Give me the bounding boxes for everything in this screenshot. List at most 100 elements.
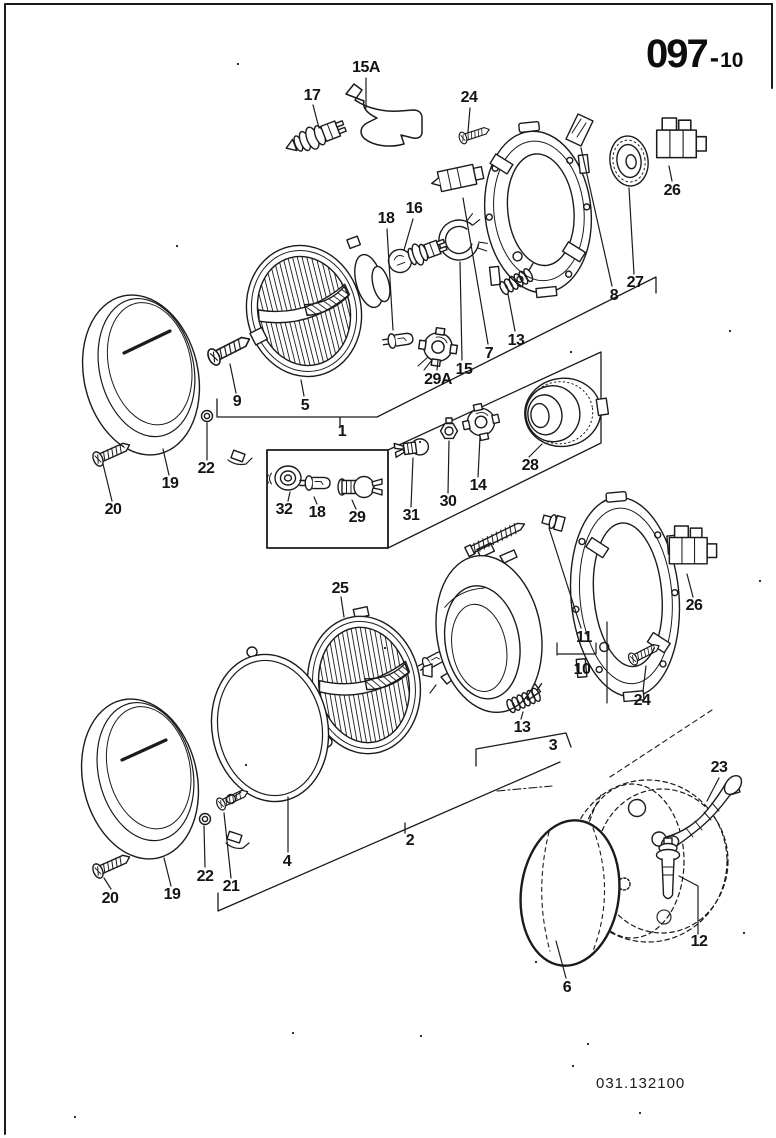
parts-box — [266, 449, 389, 549]
bracket-1 — [216, 276, 657, 428]
part-label-3: 3 — [548, 737, 558, 754]
housing-bowl — [422, 542, 543, 714]
part-label-31: 31 — [402, 507, 420, 524]
part-label-22: 22 — [196, 868, 214, 885]
bulb-17 — [285, 120, 347, 152]
page-code-separator: - — [709, 42, 720, 73]
part-label-32: 32 — [275, 501, 293, 518]
bracket-3 — [475, 732, 572, 767]
part-label-2: 2 — [405, 832, 415, 849]
lens-5-terminal — [346, 235, 362, 250]
part-label-20: 20 — [101, 890, 119, 907]
page-code-main: 097 — [646, 32, 709, 76]
washer-22-bottom — [198, 812, 212, 826]
part-label-10: 10 — [573, 661, 591, 678]
part-label-27: 27 — [626, 274, 644, 291]
part-label-11: 11 — [576, 629, 592, 646]
retaining-ring-4 — [210, 646, 333, 805]
lens-5-back-cap-inner — [371, 265, 391, 303]
part-label-24: 24 — [633, 692, 651, 709]
part-label-9: 9 — [232, 393, 242, 410]
part-label-6: 6 — [562, 979, 572, 996]
part-label-8: 8 — [609, 287, 619, 304]
part-label-19: 19 — [163, 886, 181, 903]
bulb-12 — [655, 837, 681, 900]
part-label-29A: 29A — [424, 371, 452, 388]
retaining-ring-15 — [438, 212, 488, 261]
nut-30 — [439, 417, 459, 440]
part-label-13: 13 — [507, 332, 525, 349]
lens-25 — [306, 615, 422, 755]
long-adjusting-screw — [464, 522, 526, 558]
bracket-2 — [217, 761, 561, 912]
part-label-15: 15 — [455, 361, 473, 378]
sealed-beam-5 — [245, 244, 363, 378]
part-label-26: 26 — [685, 597, 703, 614]
seal-disc-27 — [609, 135, 649, 187]
leader-lines — [102, 77, 720, 979]
part-label-25: 25 — [331, 580, 349, 597]
part-label-28: 28 — [521, 457, 539, 474]
part-label-26: 26 — [663, 182, 681, 199]
page-edge-lines — [4, 3, 773, 1135]
part-label-7: 7 — [484, 345, 494, 362]
part-label-22: 22 — [197, 460, 215, 477]
connector-26-bottom — [668, 525, 718, 565]
part-label-17: 17 — [303, 87, 321, 104]
part-label-21: 21 — [222, 878, 240, 895]
scan-specks — [73, 62, 762, 1119]
socket-29a — [415, 324, 461, 371]
part-label-12: 12 — [690, 933, 708, 950]
mounting-ring-bottom — [569, 490, 681, 703]
page-code-sub: 10 — [720, 49, 744, 72]
alignment-dashes — [609, 709, 713, 778]
part-label-23: 23 — [710, 759, 728, 776]
sealed-beam-6 — [519, 819, 621, 967]
part-label-15A: 15A — [352, 59, 380, 76]
connector-26-top — [655, 117, 707, 159]
part-label-13: 13 — [513, 719, 531, 736]
sealed-beam-6-hidden-edges — [541, 827, 606, 957]
part-label-19: 19 — [161, 475, 179, 492]
part-label-16: 16 — [405, 200, 423, 217]
adjusting-screw-9 — [204, 326, 269, 368]
part-label-30: 30 — [439, 493, 457, 510]
part-label-18: 18 — [377, 210, 395, 227]
trim-ring-19-top-clip — [227, 449, 253, 466]
part-label-14: 14 — [469, 477, 487, 494]
housing-hole-a — [627, 798, 647, 818]
screw-20-bottom — [90, 849, 134, 881]
bulb-18-top — [381, 330, 415, 351]
plug-7 — [430, 163, 485, 193]
trim-ring-19-bottom-clip — [225, 830, 250, 850]
trim-ring-19-top — [81, 294, 201, 456]
part-label-20: 20 — [104, 501, 122, 518]
reflector-hole — [656, 909, 672, 925]
page-code: 097 - 10 — [646, 34, 743, 74]
screw-24-top — [457, 123, 492, 146]
washer-22-top — [200, 409, 214, 423]
wire-clip-15a — [345, 83, 423, 147]
bulb-16 — [387, 238, 448, 274]
part-label-29: 29 — [348, 509, 366, 526]
part-label-18: 18 — [308, 504, 326, 521]
part-label-1: 1 — [337, 423, 347, 440]
bulb-holder-31 — [393, 438, 430, 458]
part-label-5: 5 — [300, 397, 310, 414]
part-label-24: 24 — [460, 89, 478, 106]
bracket-10 — [556, 621, 608, 704]
bulb-holder-29 — [337, 475, 383, 499]
centerline-dashes — [496, 785, 553, 792]
boot-28 — [524, 377, 610, 448]
parts-box-3d-edges — [387, 351, 602, 549]
trim-ring-19-bottom-pin — [120, 738, 168, 762]
socket-14 — [458, 399, 504, 445]
clip-8 — [565, 113, 594, 147]
socket-32 — [266, 465, 302, 491]
trim-ring-19-top-pin — [122, 329, 172, 355]
bolt-11 — [541, 514, 566, 532]
bulb-18-box — [299, 475, 331, 491]
mounting-ring-top — [483, 120, 593, 299]
